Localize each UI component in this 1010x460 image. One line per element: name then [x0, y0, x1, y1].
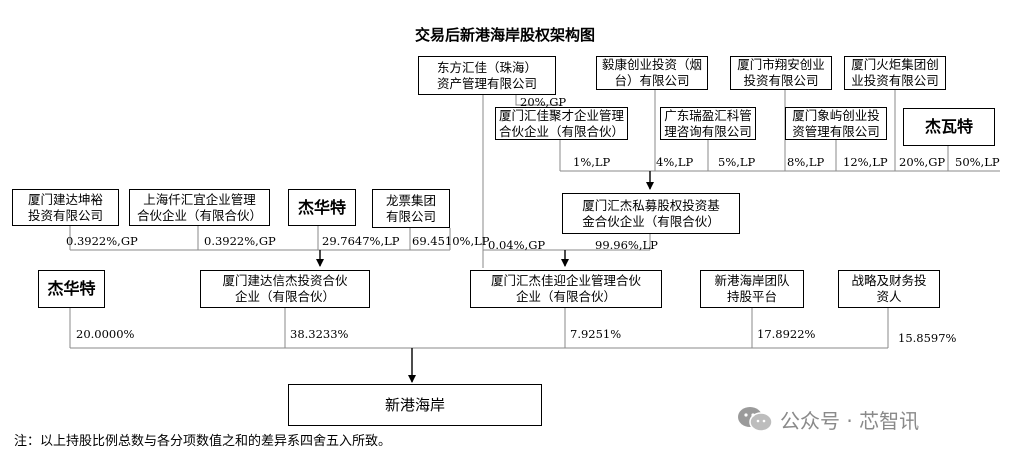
- entity-xiangan: 厦门市翔安创业 投资有限公司: [730, 56, 832, 90]
- label-dongfang-pct: 20%,GP: [520, 95, 567, 109]
- label-kunyu-pct: 0.3922%,GP: [66, 234, 138, 248]
- entity-jiehuate-main: 杰华特: [38, 270, 105, 308]
- label-jiehuate-lp-pct: 29.7647%,LP: [322, 234, 400, 248]
- label-huijie-pe-pct: 99.96%,LP: [595, 238, 658, 252]
- label-huoju-pct: 50%,LP: [955, 155, 1000, 169]
- watermark: 公众号 · 芯智讯: [736, 402, 919, 436]
- entity-strategic-investors: 战略及财务投 资人: [838, 270, 940, 308]
- label-yikang-pct: 4%,LP: [656, 155, 694, 169]
- entity-ruiying: 广东瑞盈汇科管 理咨询有限公司: [660, 107, 756, 140]
- wechat-icon: [738, 407, 773, 432]
- label-ruiying-pct: 5%,LP: [718, 155, 756, 169]
- label-strategic-pct: 15.8597%: [898, 331, 957, 345]
- entity-huoju: 厦门火炬集团创 业投资有限公司: [844, 56, 946, 90]
- label-qianhuiyi-pct: 0.3922%,GP: [204, 234, 276, 248]
- footnote: 注：以上持股比例总数与各分项数值之和的差异系四舍五入所致。: [14, 434, 392, 449]
- label-xiangan-pct: 8%,LP: [787, 155, 825, 169]
- entity-huijia-juncai: 厦门汇佳聚才企业管理 合伙企业（有限合伙）: [495, 107, 628, 140]
- label-xiangyu-pct: 12%,LP: [843, 155, 888, 169]
- watermark-text: 公众号 · 芯智讯: [780, 408, 920, 433]
- entity-dongfang-huijia: 东方汇佳（珠海） 资产管理有限公司: [418, 56, 556, 95]
- entity-qianhuiyi: 上海仟汇宜企业管理 合伙企业（有限合伙）: [129, 189, 270, 226]
- entity-jiewate: 杰瓦特: [903, 108, 995, 146]
- entity-team-platform: 新港海岸团队 持股平台: [700, 270, 804, 308]
- entity-jianda-kunyu: 厦门建达坤裕 投资有限公司: [12, 189, 119, 226]
- label-xinjie-pct: 38.3233%: [290, 327, 349, 341]
- label-jiaying-pct: 7.9251%: [570, 327, 622, 341]
- entity-xingang-haian: 新港海岸: [288, 384, 542, 426]
- entity-jiehuate-top: 杰华特: [288, 189, 356, 226]
- entity-huijie-jiaying: 厦门汇杰佳迎企业管理合伙 企业（有限合伙）: [470, 270, 662, 308]
- entity-xiangyu: 厦门象屿创业投 资管理有限公司: [785, 107, 887, 140]
- label-dongfang-direct-pct: 0.04%,GP: [488, 238, 546, 252]
- label-jiewate-gp-pct: 20%,GP: [899, 155, 946, 169]
- diagram-title: 交易后新港海岸股权架构图: [414, 26, 595, 44]
- entity-huijie-pe-fund: 厦门汇杰私募股权投资基 金合伙企业（有限合伙）: [562, 193, 740, 234]
- entity-yikang: 毅康创业投资（烟 台）有限公司: [596, 56, 708, 90]
- label-jiehuate-main-pct: 20.0000%: [76, 327, 135, 341]
- entity-longpiao: 龙票集团 有限公司: [372, 189, 450, 228]
- entity-jianda-xinjie: 厦门建达信杰投资合伙 企业（有限合伙）: [200, 270, 370, 308]
- label-juncai-pct: 1%,LP: [573, 155, 611, 169]
- label-team-pct: 17.8922%: [757, 327, 816, 341]
- label-longpiao-pct: 69.4510%,LP: [412, 234, 490, 248]
